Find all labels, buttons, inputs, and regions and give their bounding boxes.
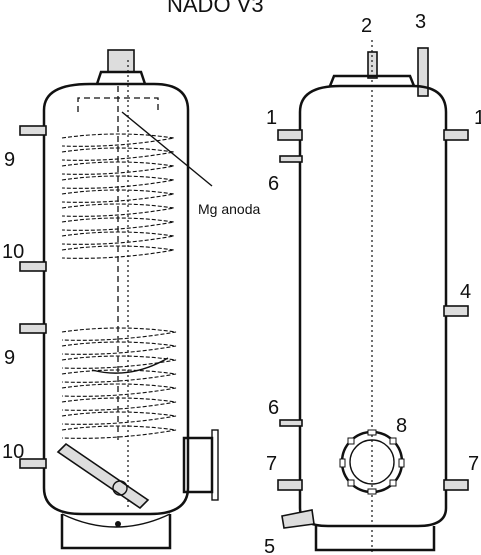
label-port-7-right: 7 [468,453,479,475]
upper-coil-outlet-pipe [19,261,47,272]
port-5-drain-pipe [281,509,315,529]
label-port-6-upper: 6 [268,173,279,195]
port-7-right-pipe [443,479,469,491]
label-lower-coil-inlet: 9 [4,347,15,369]
label-port-1: 1 [266,107,277,129]
manhole-bolts [339,429,405,495]
side-heater-flange [211,429,219,501]
port-1-left-pipe [277,129,303,141]
left-base-dome [61,513,171,528]
left-drain-point [115,521,121,527]
port-1-right-pipe [443,129,469,141]
manhole-flange-inner [349,439,395,485]
port-7-left-pipe [277,479,303,491]
label-port-2: 2 [361,15,372,37]
label-port-3: 3 [415,11,426,33]
label-upper-coil-outlet: 10 [2,241,24,263]
label-mg-anode: Mg anoda [198,201,260,217]
port-4-pipe [443,305,469,317]
label-port-7-left: 7 [266,453,277,475]
label-port-6-lower: 6 [268,397,279,419]
anode-leader-line [121,111,213,187]
lower-coil [61,327,177,439]
label-upper-coil-inlet: 9 [4,149,15,171]
left-tank-shell [42,82,190,516]
lower-coil-arc [91,357,169,374]
label-port-5: 5 [264,536,275,555]
label-port-4: 4 [460,281,471,303]
label-lower-coil-outlet: 10 [2,441,24,463]
port-6-upper-pipe [279,155,303,163]
left-tank [19,49,219,550]
heating-element-flange [112,480,128,496]
upper-coil-inlet-pipe [19,125,47,136]
left-tank-base [60,514,172,550]
right-tank-base [314,526,436,552]
right-tank [277,40,469,555]
top-pipe-3 [417,47,429,97]
lower-coil-outlet-pipe [19,458,47,469]
diagram-title: NADO V3 [167,0,264,17]
left-top-flange [95,70,147,85]
label-port-8: 8 [396,415,407,437]
right-tank-shell [298,84,448,528]
left-top-connector [107,49,135,73]
heating-element [56,442,150,510]
lower-coil-inlet-pipe [19,323,47,334]
port-6-lower-pipe [279,419,303,427]
label-port-1-right: 1 [474,107,481,129]
